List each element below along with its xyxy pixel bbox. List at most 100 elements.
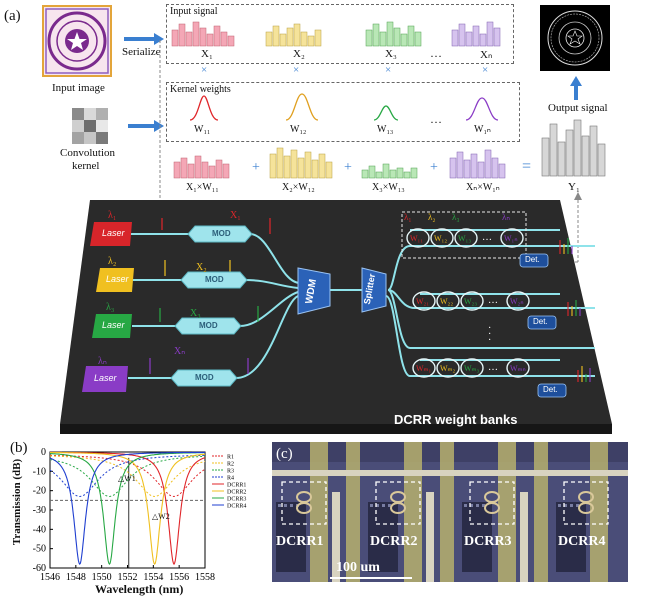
- bank2-w22: W₂₂: [440, 297, 454, 306]
- chart-xlabel: Wavelength (nm): [95, 582, 184, 596]
- annot-w1: △W1: [118, 474, 136, 483]
- legend-label: R4: [227, 476, 234, 482]
- weight-w13: W₁₃: [377, 124, 394, 135]
- y-tick-label: -30: [33, 505, 46, 516]
- plus-1: +: [252, 160, 260, 175]
- bank2-w2n: W₂ₙ: [510, 297, 524, 306]
- y-tick-label: -10: [33, 466, 46, 477]
- y-tick-label: -50: [33, 544, 46, 555]
- bankm-wm2: Wₘ₂: [440, 364, 456, 373]
- conv-kernel-label-1: Convolution: [60, 147, 116, 159]
- mod-1: MOD: [212, 229, 231, 238]
- legend-label: DCRR3: [227, 497, 246, 503]
- y-tick-label: -60: [33, 563, 46, 574]
- equals-sign: =: [522, 158, 532, 175]
- output-image: [540, 5, 610, 71]
- bank1-w11: W₁₁: [410, 234, 424, 243]
- signal-x3: X₃: [385, 48, 397, 60]
- serialize-label: Serialize: [122, 46, 161, 58]
- signal-x2: X₂: [293, 48, 305, 60]
- legend-label: R2: [227, 462, 234, 468]
- output-up-arrow-icon: [570, 76, 582, 100]
- mod-2: MOD: [205, 275, 224, 284]
- mod-x2: X₂: [196, 262, 207, 273]
- det-1: Det.: [525, 255, 540, 264]
- series-dcrr4: [49, 451, 205, 566]
- dcrr2-label: DCRR2: [370, 534, 418, 549]
- bank-lambda-1: λ₁: [404, 212, 412, 222]
- output-signal-label: Output signal: [548, 102, 608, 114]
- bankm-dots: …: [488, 362, 498, 373]
- legend-label: R3: [227, 469, 234, 475]
- product-1: X₁×W₁₁: [186, 182, 219, 193]
- x-tick-label: 1556: [169, 572, 189, 583]
- signal-xn: Xₙ: [480, 49, 493, 61]
- bank-vertical-dots: ···: [488, 323, 492, 346]
- bankm-wm1: Wₘ₁: [416, 364, 432, 373]
- mod-x1: X₁: [230, 210, 241, 221]
- series-r3: [49, 455, 205, 498]
- signal-x1: X₁: [201, 48, 213, 60]
- y-tick-label: -20: [33, 486, 46, 497]
- input-signal-bars: [171, 21, 501, 47]
- chart-ylabel: Transmission (dB): [11, 458, 24, 546]
- panel-b-label: (b): [10, 440, 28, 456]
- input-image-label: Input image: [52, 82, 105, 94]
- lambda-n: λₙ: [98, 356, 107, 367]
- conv-kernel-label-2: kernel: [72, 160, 100, 172]
- kernel-weights-title: Kernel weights: [170, 84, 231, 95]
- convolution-kernel-grid: [72, 108, 108, 149]
- y-tick-label: -40: [33, 524, 46, 535]
- bank-lambda-3: λ₃: [452, 212, 460, 222]
- weight-w11: W₁₁: [194, 124, 211, 135]
- plus-3: +: [430, 160, 438, 175]
- output-signal-bars: [541, 119, 606, 177]
- x-tick-label: 1558: [195, 572, 215, 583]
- legend-label: R1: [227, 455, 234, 461]
- bankm-wm3: Wₘ₃: [464, 364, 480, 373]
- scale-bar-label: 100 um: [336, 560, 380, 575]
- plus-2: +: [344, 160, 352, 175]
- annot-w2: △W2: [152, 512, 170, 521]
- bankm-wmn: Wₘₙ: [510, 364, 526, 373]
- weight-w1n: W₁ₙ: [474, 124, 491, 135]
- times-sign-4: ×: [482, 64, 489, 76]
- x-tick-label: 1546: [40, 572, 60, 583]
- mod-3: MOD: [199, 321, 218, 330]
- input-signal-title: Input signal: [170, 6, 218, 17]
- x-tick-label: 1548: [66, 572, 86, 583]
- legend-label: DCRR4: [227, 504, 246, 510]
- dcrr4-label: DCRR4: [558, 534, 606, 549]
- lambda-3: λ₃: [106, 302, 115, 313]
- weight-w12: W₁₂: [290, 124, 307, 135]
- x-tick-label: 1554: [143, 572, 163, 583]
- det-m: Det.: [543, 385, 558, 394]
- panel-c-label: (c): [276, 446, 293, 462]
- series-r1: [50, 454, 206, 498]
- bank-lambda-n: λₙ: [502, 212, 510, 222]
- signal-ellipsis: …: [430, 46, 442, 60]
- lambda-2: λ₂: [108, 256, 117, 267]
- serialize-arrow-icon: [124, 33, 164, 45]
- mod-n: MOD: [195, 373, 214, 382]
- product-n: Xₙ×W₁ₙ: [466, 182, 500, 193]
- panel-a-label: (a): [4, 8, 21, 24]
- bank1-dots: …: [482, 232, 492, 243]
- laser-n: Laser: [94, 373, 117, 383]
- kernel-weights-box: [166, 82, 520, 142]
- input-image: [42, 5, 112, 77]
- bank2-w21: W₂₁: [416, 297, 430, 306]
- kernel-weight-peaks: [189, 93, 499, 121]
- laser-2: Laser: [106, 274, 129, 284]
- dcrr1-label: DCRR1: [276, 534, 324, 549]
- photonic-chip-diagram: [0, 198, 649, 438]
- times-sign-1: ×: [201, 64, 208, 76]
- laser-1: Laser: [102, 228, 125, 238]
- lambda-1: λ₁: [108, 210, 117, 221]
- bank-lambda-2: λ₂: [428, 212, 436, 222]
- mod-x3: X₃: [190, 308, 201, 319]
- dcrr3-label: DCRR3: [464, 534, 512, 549]
- y-tick-label: 0: [41, 447, 46, 458]
- input-signal-box: [166, 4, 514, 64]
